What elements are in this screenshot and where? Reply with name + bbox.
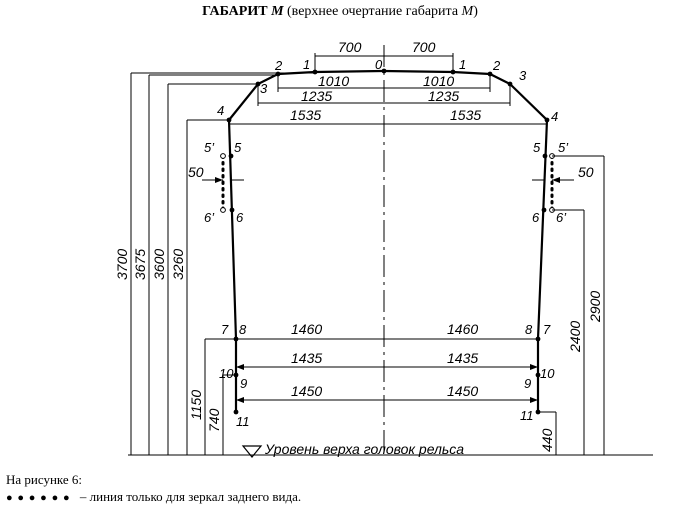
point-11-left: 11 <box>236 414 250 429</box>
dim-1435-right: 1435 <box>447 350 478 366</box>
dim-1010-right: 1010 <box>423 73 454 89</box>
point-1-right: 1 <box>459 57 466 72</box>
point-4-left: 4 <box>217 103 224 118</box>
title-letter: М <box>271 4 284 19</box>
height-2400: 2400 <box>567 321 583 353</box>
dim-50-left: 50 <box>188 164 204 180</box>
point-2-right: 2 <box>492 58 501 73</box>
point-7-left: 7 <box>221 322 229 337</box>
point-3-right: 3 <box>519 68 527 83</box>
height-3600: 3600 <box>151 249 167 280</box>
legend-row: ● ● ● ● ● ● – линия только для зеркал за… <box>6 489 301 505</box>
height-3675: 3675 <box>132 249 148 280</box>
point-3-left: 3 <box>260 81 268 96</box>
point-10-right: 10 <box>540 366 555 381</box>
title-sub-letter: М <box>461 4 474 19</box>
point-5-right: 5 <box>533 140 541 155</box>
point-5p-right: 5’ <box>558 140 569 155</box>
point-6-right: 6 <box>532 210 540 225</box>
dim-1010-left: 1010 <box>318 73 349 89</box>
legend-text: – линия только для зеркал заднего вида. <box>79 489 302 504</box>
gauge-outline-left <box>227 119 238 412</box>
dim-700-left: 700 <box>338 39 362 55</box>
title-main: ГАБАРИТ <box>202 4 268 19</box>
point-1-left: 1 <box>303 57 310 72</box>
dim-1450-left: 1450 <box>291 383 322 399</box>
dim-1435-left: 1435 <box>291 350 322 366</box>
point-8-right: 8 <box>525 322 533 337</box>
point-2-left: 2 <box>274 58 283 73</box>
point-7-right: 7 <box>543 322 551 337</box>
title-sub-open: (верхнее очертание габарита <box>287 4 462 19</box>
legend-caption: На рисунке 6: <box>6 472 83 487</box>
title-sub-close: ) <box>473 4 478 19</box>
point-5-left: 5 <box>234 140 242 155</box>
point-11-right: 11 <box>520 408 534 423</box>
dim-1535-left: 1535 <box>290 107 321 123</box>
dim-1235-left: 1235 <box>301 88 332 104</box>
height-2900: 2900 <box>587 291 603 323</box>
dim-1460-left: 1460 <box>291 321 322 337</box>
height-740: 740 <box>206 408 222 432</box>
point-4-right: 4 <box>551 109 558 124</box>
dim-1235-right: 1235 <box>428 88 459 104</box>
height-440: 440 <box>539 428 555 452</box>
height-1150: 1150 <box>188 390 204 420</box>
gauge-outline <box>228 69 549 412</box>
gauge-drawing: 700 700 1010 1010 1235 1235 1535 1535 50… <box>114 39 653 458</box>
point-5p-left: 5’ <box>204 140 215 155</box>
point-6p-left: 6’ <box>204 210 215 225</box>
dim-1450-right: 1450 <box>447 383 478 399</box>
dim-50-right: 50 <box>578 164 594 180</box>
diagram-title: ГАБАРИТ М (верхнее очертание габарита М) <box>0 4 680 20</box>
height-3700: 3700 <box>114 249 130 280</box>
point-6-left: 6 <box>236 210 244 225</box>
point-0: 0 <box>375 57 383 72</box>
rail-level-label: Уровень верха головок рельса <box>264 441 464 457</box>
dim-1535-right: 1535 <box>450 107 481 123</box>
dim-700-right: 700 <box>412 39 436 55</box>
dim-1460-right: 1460 <box>447 321 478 337</box>
point-6p-right: 6’ <box>556 210 567 225</box>
point-10-left: 10 <box>219 366 234 381</box>
point-9-left: 9 <box>240 376 247 391</box>
point-8-left: 8 <box>239 322 247 337</box>
point-9-right: 9 <box>524 376 531 391</box>
legend-dots-icon: ● ● ● ● ● ● <box>6 492 71 504</box>
height-3260: 3260 <box>170 249 186 280</box>
rail-level-marker-icon <box>241 445 263 458</box>
